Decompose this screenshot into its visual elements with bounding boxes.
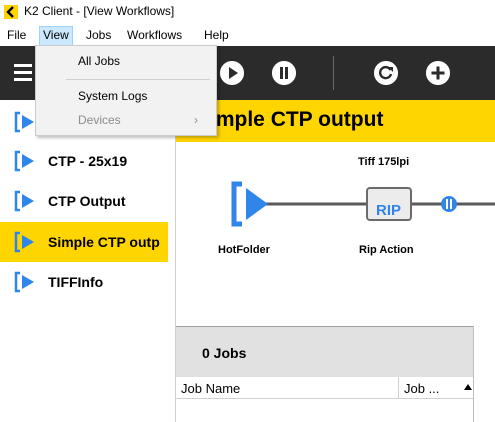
sort-ascending-icon[interactable] — [464, 384, 472, 390]
play-icon[interactable] — [220, 61, 244, 85]
workflow-item[interactable]: CTP - 25x19 — [0, 141, 168, 181]
column-job[interactable]: Job ... — [404, 381, 440, 396]
workflow-list: CTP - 25x19 CTP Output Simple CTP outp T… — [0, 100, 176, 422]
window-title: K2 Client - [View Workflows] — [24, 4, 175, 18]
workflow-icon — [14, 111, 34, 133]
menu-separator — [66, 79, 210, 80]
pause-icon[interactable] — [272, 61, 296, 85]
workflow-icon — [14, 190, 34, 212]
view-menu-dropdown: All Jobs System Logs Devices › — [35, 45, 217, 136]
workflow-item-selected[interactable]: Simple CTP outp — [0, 222, 168, 262]
jobs-count: 0 Jobs — [202, 345, 247, 361]
right-panel-edge — [473, 326, 495, 422]
menu-icon[interactable] — [14, 64, 32, 82]
k2-logo-icon — [4, 5, 18, 19]
refresh-icon[interactable] — [374, 61, 398, 85]
menu-item-devices: Devices › — [36, 108, 216, 132]
menu-view[interactable]: View — [39, 26, 73, 46]
menu-item-label: System Logs — [78, 89, 148, 103]
menu-item-all-jobs[interactable]: All Jobs — [36, 49, 216, 73]
hotfolder-icon[interactable] — [231, 181, 268, 227]
menu-help[interactable]: Help — [204, 28, 229, 42]
workflow-icon — [14, 231, 34, 253]
menu-item-system-logs[interactable]: System Logs — [36, 84, 216, 108]
workflow-item[interactable] — [0, 102, 168, 142]
workflow-title: Simple CTP output — [196, 108, 384, 131]
workflow-item[interactable]: CTP Output — [0, 181, 168, 221]
workflow-diagram — [231, 181, 495, 227]
jobs-panel: 0 Jobs Job Name Job ... — [176, 326, 495, 422]
menu-file[interactable]: File — [7, 28, 27, 42]
workflow-icon — [14, 271, 34, 293]
workflow-icon — [14, 150, 34, 172]
jobs-header: 0 Jobs — [176, 327, 473, 377]
title-bar: K2 Client - [View Workflows] — [0, 0, 495, 24]
node-top-label: Tiff 175lpi — [358, 156, 410, 168]
rip-icon[interactable] — [366, 187, 412, 221]
rip-icon-text: RIP — [376, 202, 402, 219]
node-label-rip: Rip Action — [359, 244, 414, 256]
workflow-label: Simple CTP outp — [48, 234, 160, 250]
menu-item-label: Devices — [78, 113, 121, 127]
jobs-table-header: Job Name Job ... — [176, 377, 473, 399]
column-job-name[interactable]: Job Name — [181, 381, 241, 396]
workflow-canvas: RIP Tiff 175lpi HotFolder Rip Action — [176, 142, 495, 326]
menu-item-label: All Jobs — [78, 54, 121, 68]
toolbar-separator — [333, 56, 334, 90]
column-divider[interactable] — [398, 377, 399, 399]
workflow-label: CTP - 25x19 — [48, 153, 128, 169]
workflow-item[interactable]: TIFFInfo — [0, 262, 168, 302]
node-label-hotfolder: HotFolder — [218, 244, 270, 256]
chevron-right-icon: › — [194, 113, 198, 127]
workflow-header: Simple CTP output — [176, 100, 495, 142]
workflow-label: CTP Output — [48, 193, 126, 209]
add-icon[interactable] — [426, 61, 450, 85]
workflow-label: TIFFInfo — [48, 274, 104, 290]
menu-bar: File View Jobs Workflows Help — [0, 24, 495, 46]
menu-jobs[interactable]: Jobs — [86, 28, 112, 42]
menu-workflows[interactable]: Workflows — [127, 28, 183, 42]
pause-status-icon — [441, 196, 457, 212]
